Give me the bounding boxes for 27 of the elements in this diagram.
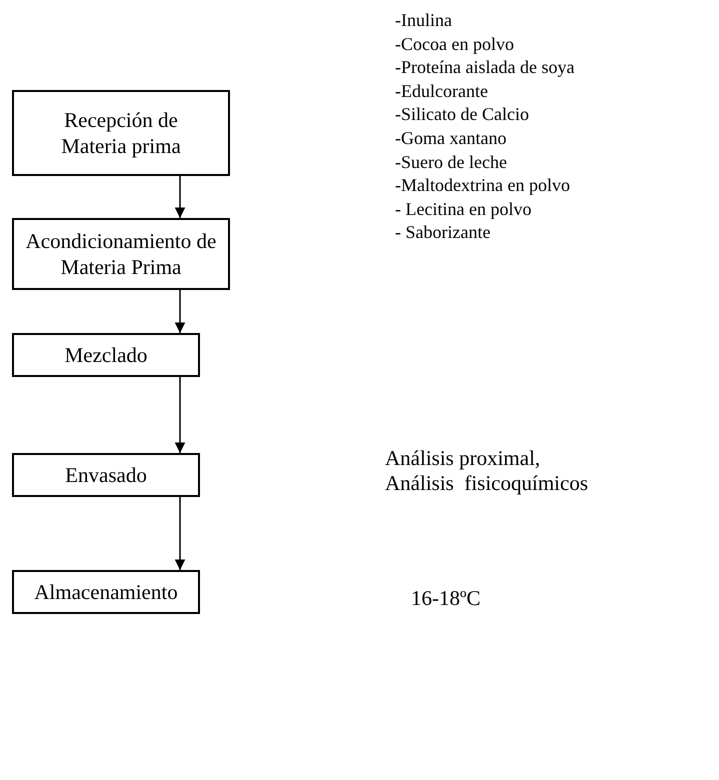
ingredient-item: -Silicato de Calcio (395, 104, 529, 126)
ingredient-item: -Maltodextrina en polvo (395, 175, 570, 196)
process-box (12, 453, 200, 497)
step-label: Mezclado (64, 342, 148, 368)
ingredient-item: -Proteína aislada de soya (395, 57, 574, 78)
arrow (174, 176, 186, 218)
ingredient-item: - Lecitina en polvo (395, 198, 532, 220)
ingredient-item: Análisis fisicoquímicos (385, 471, 588, 496)
ingredient-item: 16-18ºC (411, 586, 481, 611)
arrow (174, 497, 186, 570)
ingredient-item: - Saborizante (395, 222, 490, 244)
process-box (12, 333, 200, 377)
ingredient-item: Análisis proximal, (385, 446, 540, 471)
step-label: Acondicionamiento de Materia Prima (24, 228, 218, 280)
ingredient-item: -Inulina (395, 10, 452, 31)
ingredient-item: -Goma xantano (395, 128, 506, 149)
step-label: Recepción de Materia prima (60, 106, 182, 160)
ingredient-item: -Cocoa en polvo (395, 34, 514, 55)
process-box (12, 570, 200, 614)
arrow (174, 377, 186, 453)
step-label: Envasado (65, 462, 147, 488)
step-label: Almacenamiento (34, 578, 178, 606)
arrow (174, 290, 186, 333)
process-box (12, 218, 230, 290)
ingredient-item: -Suero de leche (395, 152, 507, 173)
process-box (12, 90, 230, 176)
ingredient-item: -Edulcorante (395, 80, 488, 102)
